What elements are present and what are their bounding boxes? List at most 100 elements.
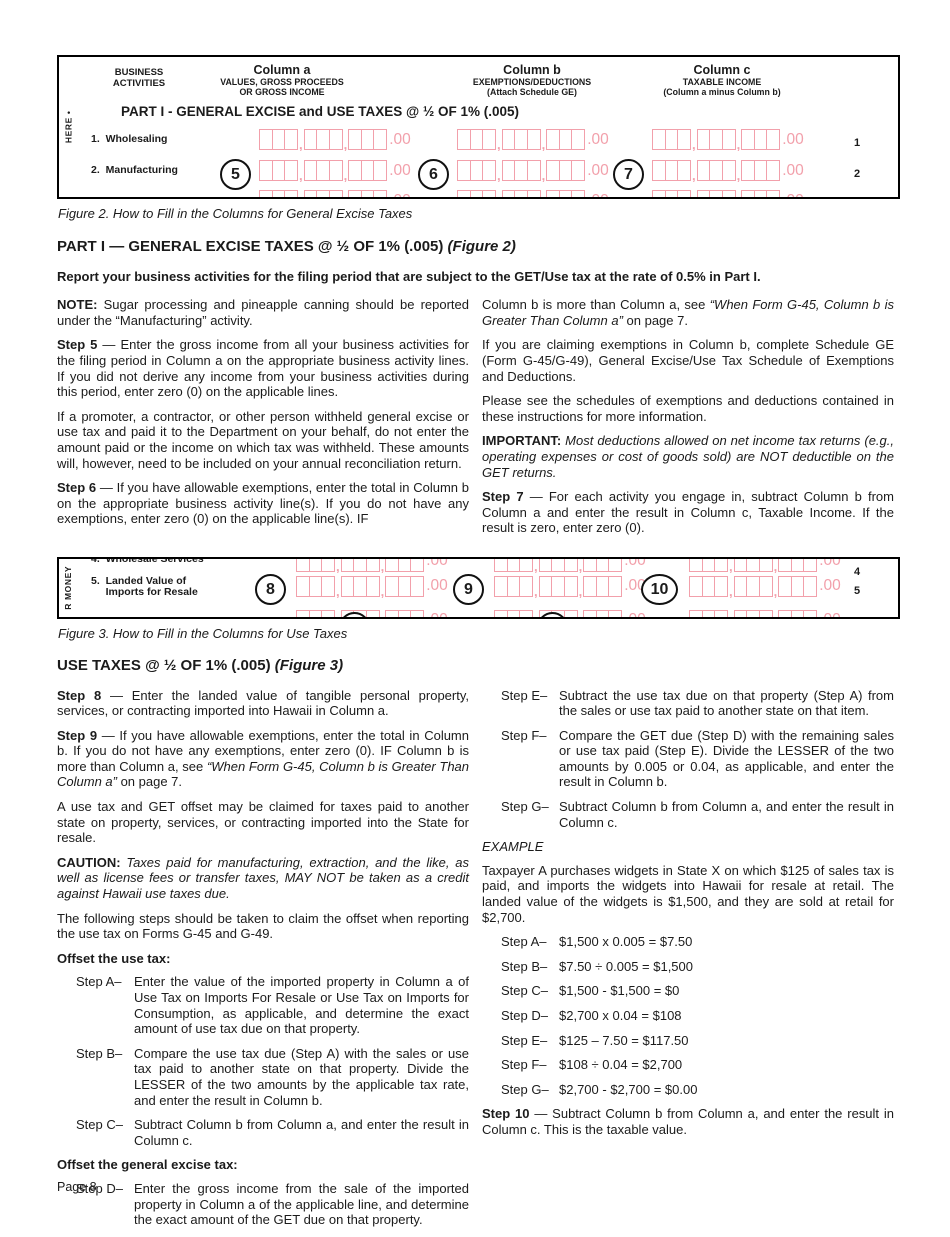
- example-line: Step B– $7.50 ÷ 0.005 = $1,500: [501, 959, 894, 975]
- column-c-header: Column c TAXABLE INCOME (Column a minus …: [602, 63, 842, 97]
- amount-boxes: ,,.00: [652, 190, 804, 197]
- row-label: 5. Landed Value of Imports for Resale: [91, 574, 198, 599]
- step-label: Step C–: [76, 1117, 123, 1133]
- left-column: NOTE: Sugar processing and pineapple can…: [57, 297, 469, 545]
- step8-paragraph: Step 8 — Enter the landed value of tangi…: [57, 687, 470, 719]
- step-g-item: Step G– Subtract Column b from Column a,…: [501, 799, 894, 830]
- column-a-title: Column a: [253, 63, 311, 77]
- column-c-subtitle: TAXABLE INCOME (Column a minus Column b): [663, 77, 781, 97]
- step-label: Step A–: [501, 934, 547, 950]
- example-line: Step E– $125 – 7.50 = $117.50: [501, 1033, 894, 1049]
- amount-boxes: ,,.00: [494, 558, 646, 573]
- figure3-form-snippet: R MONEY 4. Wholesale Services ,,.00 ,,.0…: [57, 556, 900, 619]
- schedule-ge-paragraph: If you are claiming exemptions in Column…: [482, 337, 894, 384]
- example-line: Step F– $108 ÷ 0.04 = $2,700: [501, 1057, 894, 1073]
- step-label: Step F–: [501, 727, 547, 743]
- offset-claim-paragraph: A use tax and GET offset may be claimed …: [57, 799, 469, 846]
- line-number: 5: [854, 584, 861, 597]
- example-line: Step A– $1,500 x 0.005 = $7.50: [501, 934, 894, 950]
- step-text: Enter the gross income from the sale of …: [134, 1180, 469, 1228]
- step-label: Step C–: [501, 983, 548, 999]
- part1-text-columns: NOTE: Sugar processing and pineapple can…: [57, 297, 900, 545]
- amount-boxes: ,,.00: [457, 190, 609, 197]
- callout-7-badge: 7: [613, 159, 644, 190]
- offset-get-heading: Offset the general excise tax:: [57, 1157, 238, 1173]
- left-column: Step 8 — Enter the landed value of tangi…: [57, 688, 469, 1237]
- example-line: Step G– $2,700 - $2,700 = $0.00: [501, 1082, 894, 1098]
- step-label: Step G–: [501, 1081, 549, 1097]
- figure2-form-snippet: HERE • BUSINESS ACTIVITIES Column a VALU…: [57, 55, 900, 199]
- callout-10-badge: 10: [641, 573, 678, 605]
- step-text: Subtract Column b from Column a, and ent…: [559, 799, 894, 830]
- callout-6-badge: 6: [418, 159, 449, 190]
- step-label: Step B–: [501, 958, 548, 974]
- amount-boxes: ,,.00: [689, 575, 841, 598]
- column-b-title: Column b: [503, 63, 561, 77]
- line-number: 2: [854, 168, 861, 180]
- note-paragraph: NOTE: Sugar processing and pineapple can…: [57, 297, 469, 328]
- amount-boxes: ,,.00: [494, 609, 646, 617]
- part1-heading: PART I — GENERAL EXCISE TAXES @ ½ OF 1% …: [57, 237, 516, 255]
- step-f-item: Step F– Compare the GET due (Step D) wit…: [501, 728, 894, 790]
- use-taxes-heading: USE TAXES @ ½ OF 1% (.005) (Figure 3): [57, 656, 344, 674]
- figure2-caption: Figure 2. How to Fill in the Columns for…: [58, 206, 413, 221]
- example-calc: $1,500 - $1,500 = $0: [559, 983, 680, 999]
- example-calc: $1,500 x 0.005 = $7.50: [559, 934, 693, 950]
- step-label: Step E–: [501, 1032, 548, 1048]
- example-calc: $125 – 7.50 = $117.50: [559, 1032, 689, 1048]
- amount-boxes: ,,.00: [494, 575, 646, 598]
- right-column: Step E– Subtract the use tax due on that…: [482, 688, 894, 1237]
- step9-paragraph: Step 9 — If you have allowable exemption…: [57, 727, 470, 790]
- step-e-item: Step E– Subtract the use tax due on that…: [501, 688, 894, 719]
- figure3-caption: Figure 3. How to Fill in the Columns for…: [58, 625, 348, 641]
- column-b-subtitle: EXEMPTIONS/DEDUCTIONS (Attach Schedule G…: [472, 77, 592, 97]
- right-column: Column b is more than Column a, see “Whe…: [482, 297, 894, 545]
- business-activities-header: BUSINESS ACTIVITIES: [112, 67, 166, 89]
- step-c-item: Step C– Subtract Column b from Column a,…: [76, 1117, 469, 1148]
- amount-boxes: ,,.00: [259, 129, 411, 151]
- step-label: Step A–: [76, 974, 122, 990]
- step-label: Step F–: [501, 1057, 547, 1073]
- example-calc: $2,700 - $2,700 = $0.00: [559, 1081, 698, 1097]
- step-label: Step D–: [501, 1008, 548, 1023]
- report-activities-line: Report your business activities for the …: [57, 268, 761, 284]
- column-a-header: Column a VALUES, GROSS PROCEEDS OR GROSS…: [162, 63, 402, 97]
- example-calc: $2,700 x 0.04 = $108: [559, 1008, 682, 1023]
- use-tax-text-columns: Step 8 — Enter the landed value of tangi…: [57, 688, 900, 1237]
- step7-paragraph: Step 7 — For each activity you engage in…: [482, 489, 894, 536]
- callout-9-badge: 9: [453, 573, 484, 605]
- callout-8-badge: 8: [255, 573, 286, 605]
- following-steps-paragraph: The following steps should be taken to c…: [57, 910, 469, 942]
- offset-use-tax-heading: Offset the use tax:: [57, 950, 171, 966]
- step-text: Compare the use tax due (Step A) with th…: [134, 1045, 469, 1108]
- example-heading: EXAMPLE: [482, 839, 544, 855]
- amount-boxes: ,,.00: [652, 129, 804, 151]
- example-paragraph: Taxpayer A purchases widgets in State X …: [482, 862, 894, 925]
- form-row-clipped: ,,.00 ,,.00 ,,.00: [59, 189, 898, 197]
- step-text: Subtract the use tax due on that propert…: [559, 687, 894, 719]
- line-number: 1: [854, 137, 861, 149]
- amount-boxes: ,,.00: [652, 160, 804, 182]
- amount-boxes: ,,.00: [259, 160, 411, 182]
- step-text: Compare the GET due (Step D) with the re…: [559, 727, 894, 790]
- column-c-title: Column c: [693, 63, 751, 77]
- amount-boxes: ,,.00: [259, 190, 411, 197]
- step10-paragraph: Step 10 — Subtract Column b from Column …: [482, 1106, 895, 1137]
- amount-boxes: ,,.00: [296, 575, 448, 598]
- amount-boxes: ,,.00: [457, 160, 609, 182]
- example-line: Step C– $1,500 - $1,500 = $0: [501, 983, 894, 999]
- line-number: 4: [854, 565, 861, 578]
- step-label: Step D–: [76, 1180, 123, 1196]
- step6-continued-paragraph: Column b is more than Column a, see “Whe…: [482, 297, 895, 328]
- important-paragraph: IMPORTANT: Most deductions allowed on ne…: [482, 433, 894, 480]
- form-row-manufacturing: 2. Manufacturing 5 ,,.00 6 ,,.00 7 ,,.00…: [59, 159, 898, 190]
- step-text: Enter the value of the imported property…: [134, 974, 469, 1037]
- amount-boxes: ,,.00: [689, 609, 841, 617]
- step-a-item: Step A– Enter the value of the imported …: [76, 974, 469, 1036]
- example-calc: $108 ÷ 0.04 = $2,700: [559, 1057, 683, 1073]
- form-row-landed-value: 5. Landed Value of Imports for Resale 8 …: [59, 572, 898, 606]
- row-label: 2. Manufacturing: [91, 164, 178, 176]
- amount-boxes: ,,.00: [457, 129, 609, 151]
- step-label: Step B–: [76, 1045, 123, 1061]
